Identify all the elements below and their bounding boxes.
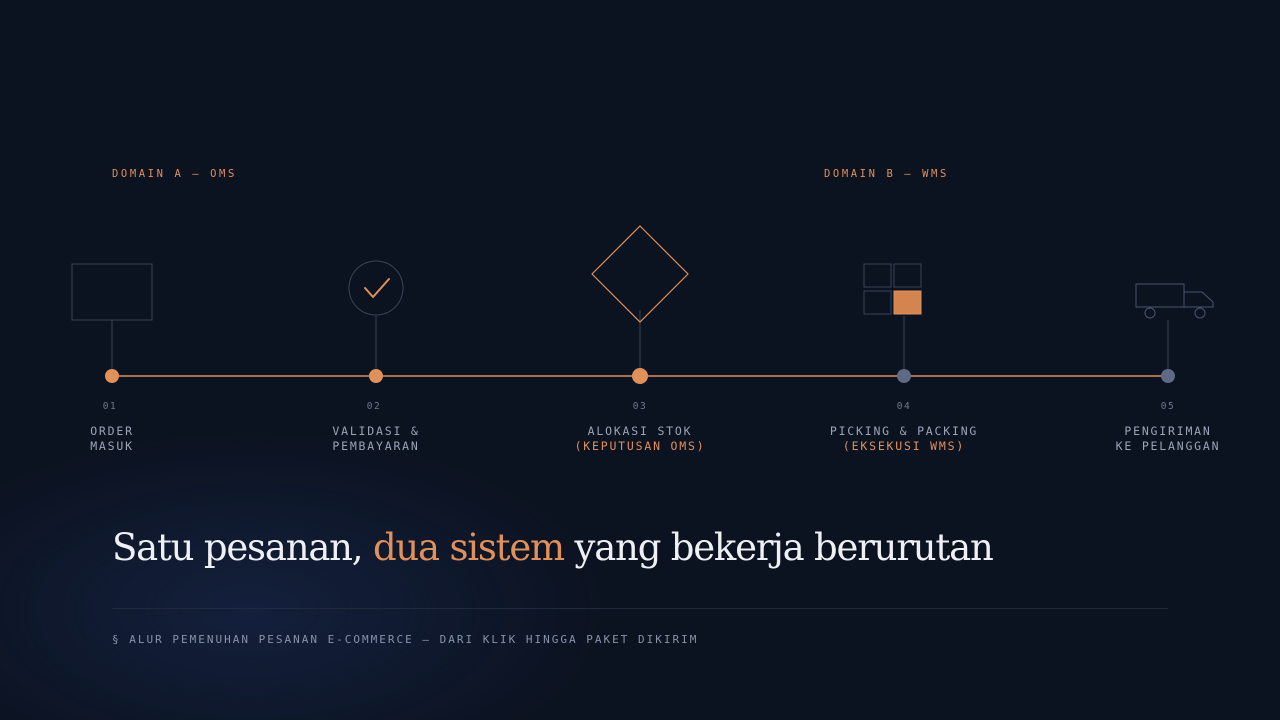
node-02 (369, 369, 383, 383)
step-label-03: ALOKASI STOK (KEPUTUSAN OMS) (520, 424, 760, 453)
headline-part2: yang bekerja berurutan (574, 526, 994, 569)
step-label-line-accent: (EKSEKUSI WMS) (842, 438, 966, 453)
headline: Satu pesanan, dua sistem yang bekerja be… (112, 526, 994, 569)
step-label-01: ORDER MASUK (0, 424, 232, 453)
grid-boxes-icon (863, 263, 922, 315)
step-label-line: PICKING & PACKING (829, 424, 979, 438)
step-label-line: MASUK (90, 438, 134, 453)
diamond-decision-icon (591, 225, 689, 323)
step-label-line: ALOKASI STOK (587, 424, 693, 438)
step-number-04: 04 (896, 401, 912, 412)
step-label-line-accent: (KEPUTUSAN OMS) (574, 438, 706, 453)
step-label-05: PENGIRIMAN KE PELANGGAN (1048, 424, 1280, 453)
domain-a-label: DOMAIN A — OMS (112, 168, 237, 180)
headline-part1: Satu pesanan, (112, 526, 364, 569)
rectangle-icon (71, 263, 153, 321)
step-label-line: ORDER (90, 424, 134, 438)
step-number-05: 05 (1160, 401, 1176, 412)
headline-accent: dua sistem (372, 526, 565, 569)
checkmark-circle-icon (348, 260, 404, 316)
step-label-line: PEMBAYARAN (332, 438, 420, 453)
step-label-02: VALIDASI & PEMBAYARAN (256, 424, 496, 453)
node-03 (632, 368, 648, 384)
node-04 (897, 369, 911, 383)
truck-icon (1135, 283, 1214, 319)
step-label-line: VALIDASI & (332, 424, 420, 438)
domain-b-label: DOMAIN B — WMS (824, 168, 949, 180)
caption: § ALUR PEMENUHAN PESANAN E-COMMERCE — DA… (112, 633, 699, 646)
step-label-04: PICKING & PACKING (EKSEKUSI WMS) (784, 424, 1024, 453)
step-number-03: 03 (632, 401, 648, 412)
node-05 (1161, 369, 1175, 383)
divider (112, 608, 1168, 609)
step-label-line: PENGIRIMAN (1124, 424, 1212, 438)
step-label-line: KE PELANGGAN (1115, 438, 1221, 453)
step-number-01: 01 (102, 401, 118, 412)
node-01 (105, 369, 119, 383)
step-number-02: 02 (366, 401, 382, 412)
